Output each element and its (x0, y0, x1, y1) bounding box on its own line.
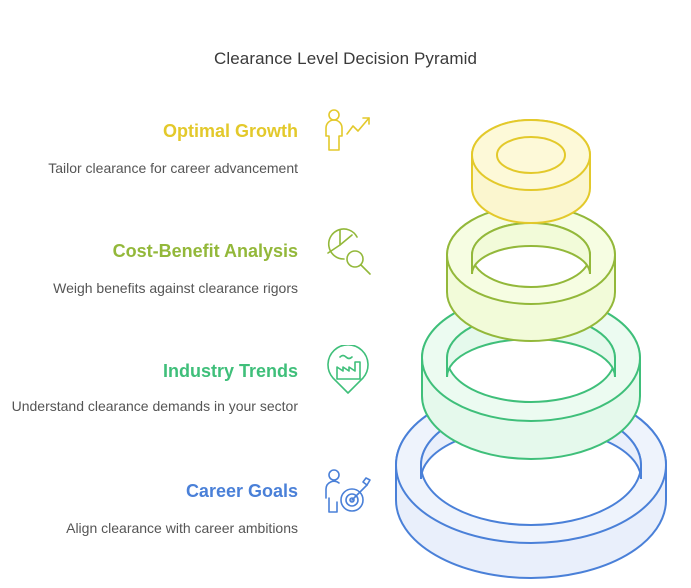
ring-cost-benefit-analysis (446, 205, 616, 342)
person-growth-arrow-icon (325, 109, 370, 151)
ring-optimal-growth (471, 119, 591, 224)
diagram-title: Clearance Level Decision Pyramid (213, 49, 478, 68)
pie-chart-magnifier-icon (327, 228, 371, 275)
factory-location-pin-icon (327, 345, 369, 394)
level-description-optimal-growth: Tailor clearance for career advancement (48, 160, 298, 176)
level-heading-industry-trends: Industry Trends (162, 361, 298, 381)
level-heading-cost-benefit-analysis: Cost-Benefit Analysis (112, 241, 298, 261)
level-description-cost-benefit-analysis: Weigh benefits against clearance rigors (53, 280, 298, 296)
level-description-career-goals: Align clearance with career ambitions (66, 520, 298, 536)
ring-pyramid (395, 119, 667, 579)
level-heading-optimal-growth: Optimal Growth (163, 121, 298, 141)
person-target-icon (325, 469, 371, 513)
level-heading-career-goals: Career Goals (185, 481, 298, 501)
level-description-industry-trends: Understand clearance demands in your sec… (11, 398, 298, 414)
